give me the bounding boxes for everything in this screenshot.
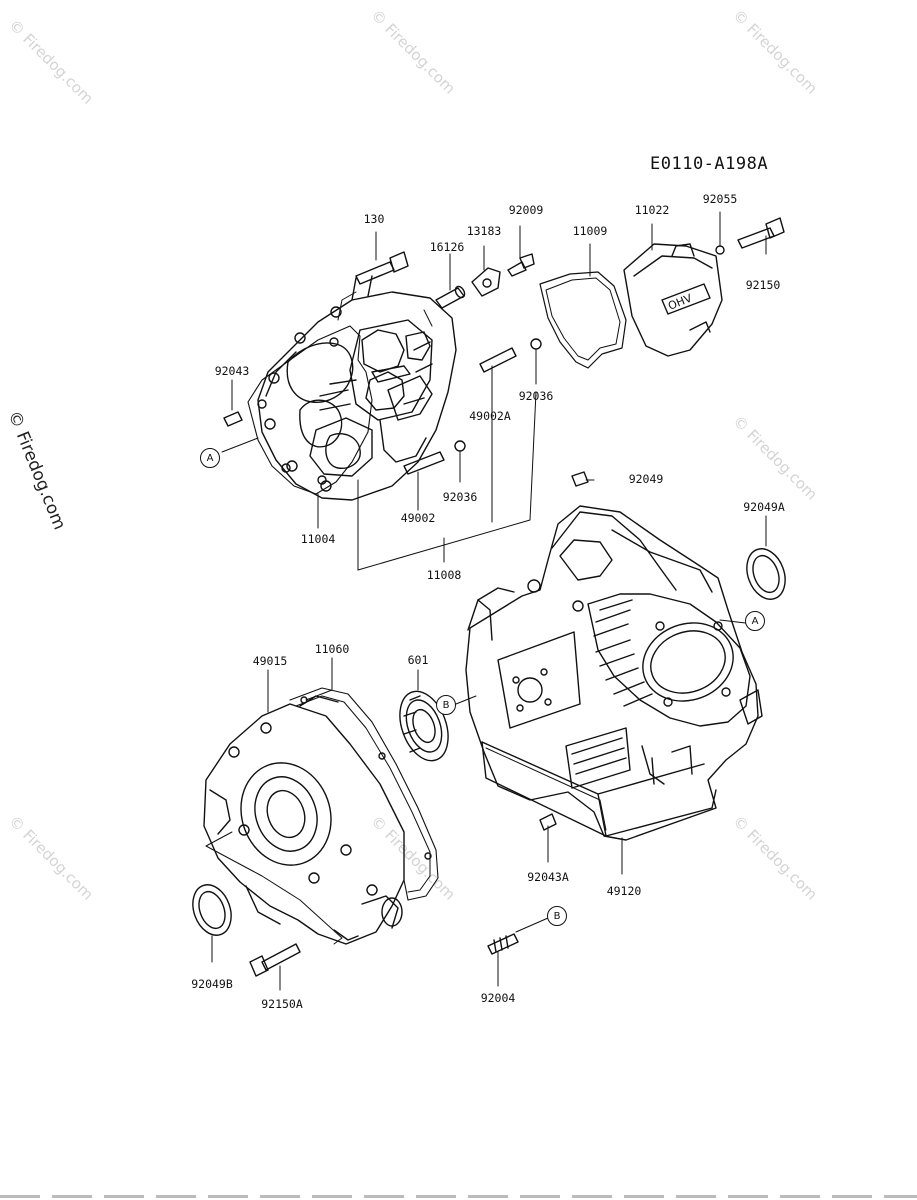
bolt-130: [355, 251, 409, 285]
crankcase: [465, 505, 763, 841]
oil-seal-92049B: [192, 884, 232, 936]
head-gasket: [247, 325, 373, 495]
part-label[interactable]: 130: [363, 212, 385, 226]
part-label[interactable]: 92043: [214, 364, 250, 378]
o-ring-92055: [715, 245, 725, 255]
part-label[interactable]: 92055: [702, 192, 738, 206]
ref-badge-b: B: [547, 906, 567, 926]
bolt-92150: [737, 217, 785, 249]
part-label[interactable]: 92049B: [191, 977, 233, 991]
plate-13183: [471, 267, 501, 297]
part-label[interactable]: 92043A: [527, 870, 569, 884]
part-label[interactable]: 11022: [634, 203, 670, 217]
leader-lines-upper: [221, 211, 767, 571]
part-label[interactable]: 49015: [252, 654, 288, 668]
part-label[interactable]: 92009: [508, 203, 544, 217]
stud-92004: [487, 933, 519, 955]
part-label[interactable]: 11009: [572, 224, 608, 238]
crankcase-cover: [203, 695, 405, 945]
part-label[interactable]: 11004: [300, 532, 336, 546]
oil-seal-92049A: [746, 548, 786, 600]
part-label[interactable]: 49120: [606, 884, 642, 898]
bottom-rule: [0, 1195, 917, 1198]
cylinder-head: [257, 275, 457, 501]
part-label[interactable]: 49002A: [469, 409, 511, 423]
bolt-92009: [507, 253, 535, 277]
ref-badge-b: B: [436, 695, 456, 715]
ring-92036: [530, 338, 542, 350]
part-label[interactable]: 11060: [314, 642, 350, 656]
valve-cover: OHV: [623, 243, 723, 357]
part-label[interactable]: 92049: [628, 472, 664, 486]
cover-gasket-11060: [289, 687, 439, 901]
dowel-pin-92043: [223, 411, 243, 427]
ref-badge-a: A: [745, 611, 765, 631]
cover-gasket: [539, 271, 627, 369]
bolt-92150A: [249, 943, 301, 977]
ring-92036-b: [454, 440, 466, 452]
part-label[interactable]: 11008: [426, 568, 462, 582]
part-label[interactable]: 92036: [442, 490, 478, 504]
part-label[interactable]: 16126: [429, 240, 465, 254]
part-label[interactable]: 601: [407, 653, 429, 667]
part-label[interactable]: 92049A: [743, 500, 785, 514]
plug-92049: [571, 471, 589, 487]
leader-lines-lower: [205, 479, 767, 991]
ref-badge-a: A: [200, 448, 220, 468]
push-rod-16126: [435, 285, 466, 309]
part-label[interactable]: 92036: [518, 389, 554, 403]
diagram-code: E0110-A198A: [650, 154, 769, 174]
part-label[interactable]: 92150: [745, 278, 781, 292]
part-label[interactable]: 13183: [466, 224, 502, 238]
push-rod-49002A: [479, 347, 517, 373]
push-rod-49002: [403, 451, 445, 475]
part-label[interactable]: 92004: [480, 991, 516, 1005]
part-label[interactable]: 92150A: [261, 997, 303, 1011]
dowel-92043A: [539, 813, 557, 831]
part-label[interactable]: 49002: [400, 511, 436, 525]
bearing-601: [399, 690, 449, 762]
